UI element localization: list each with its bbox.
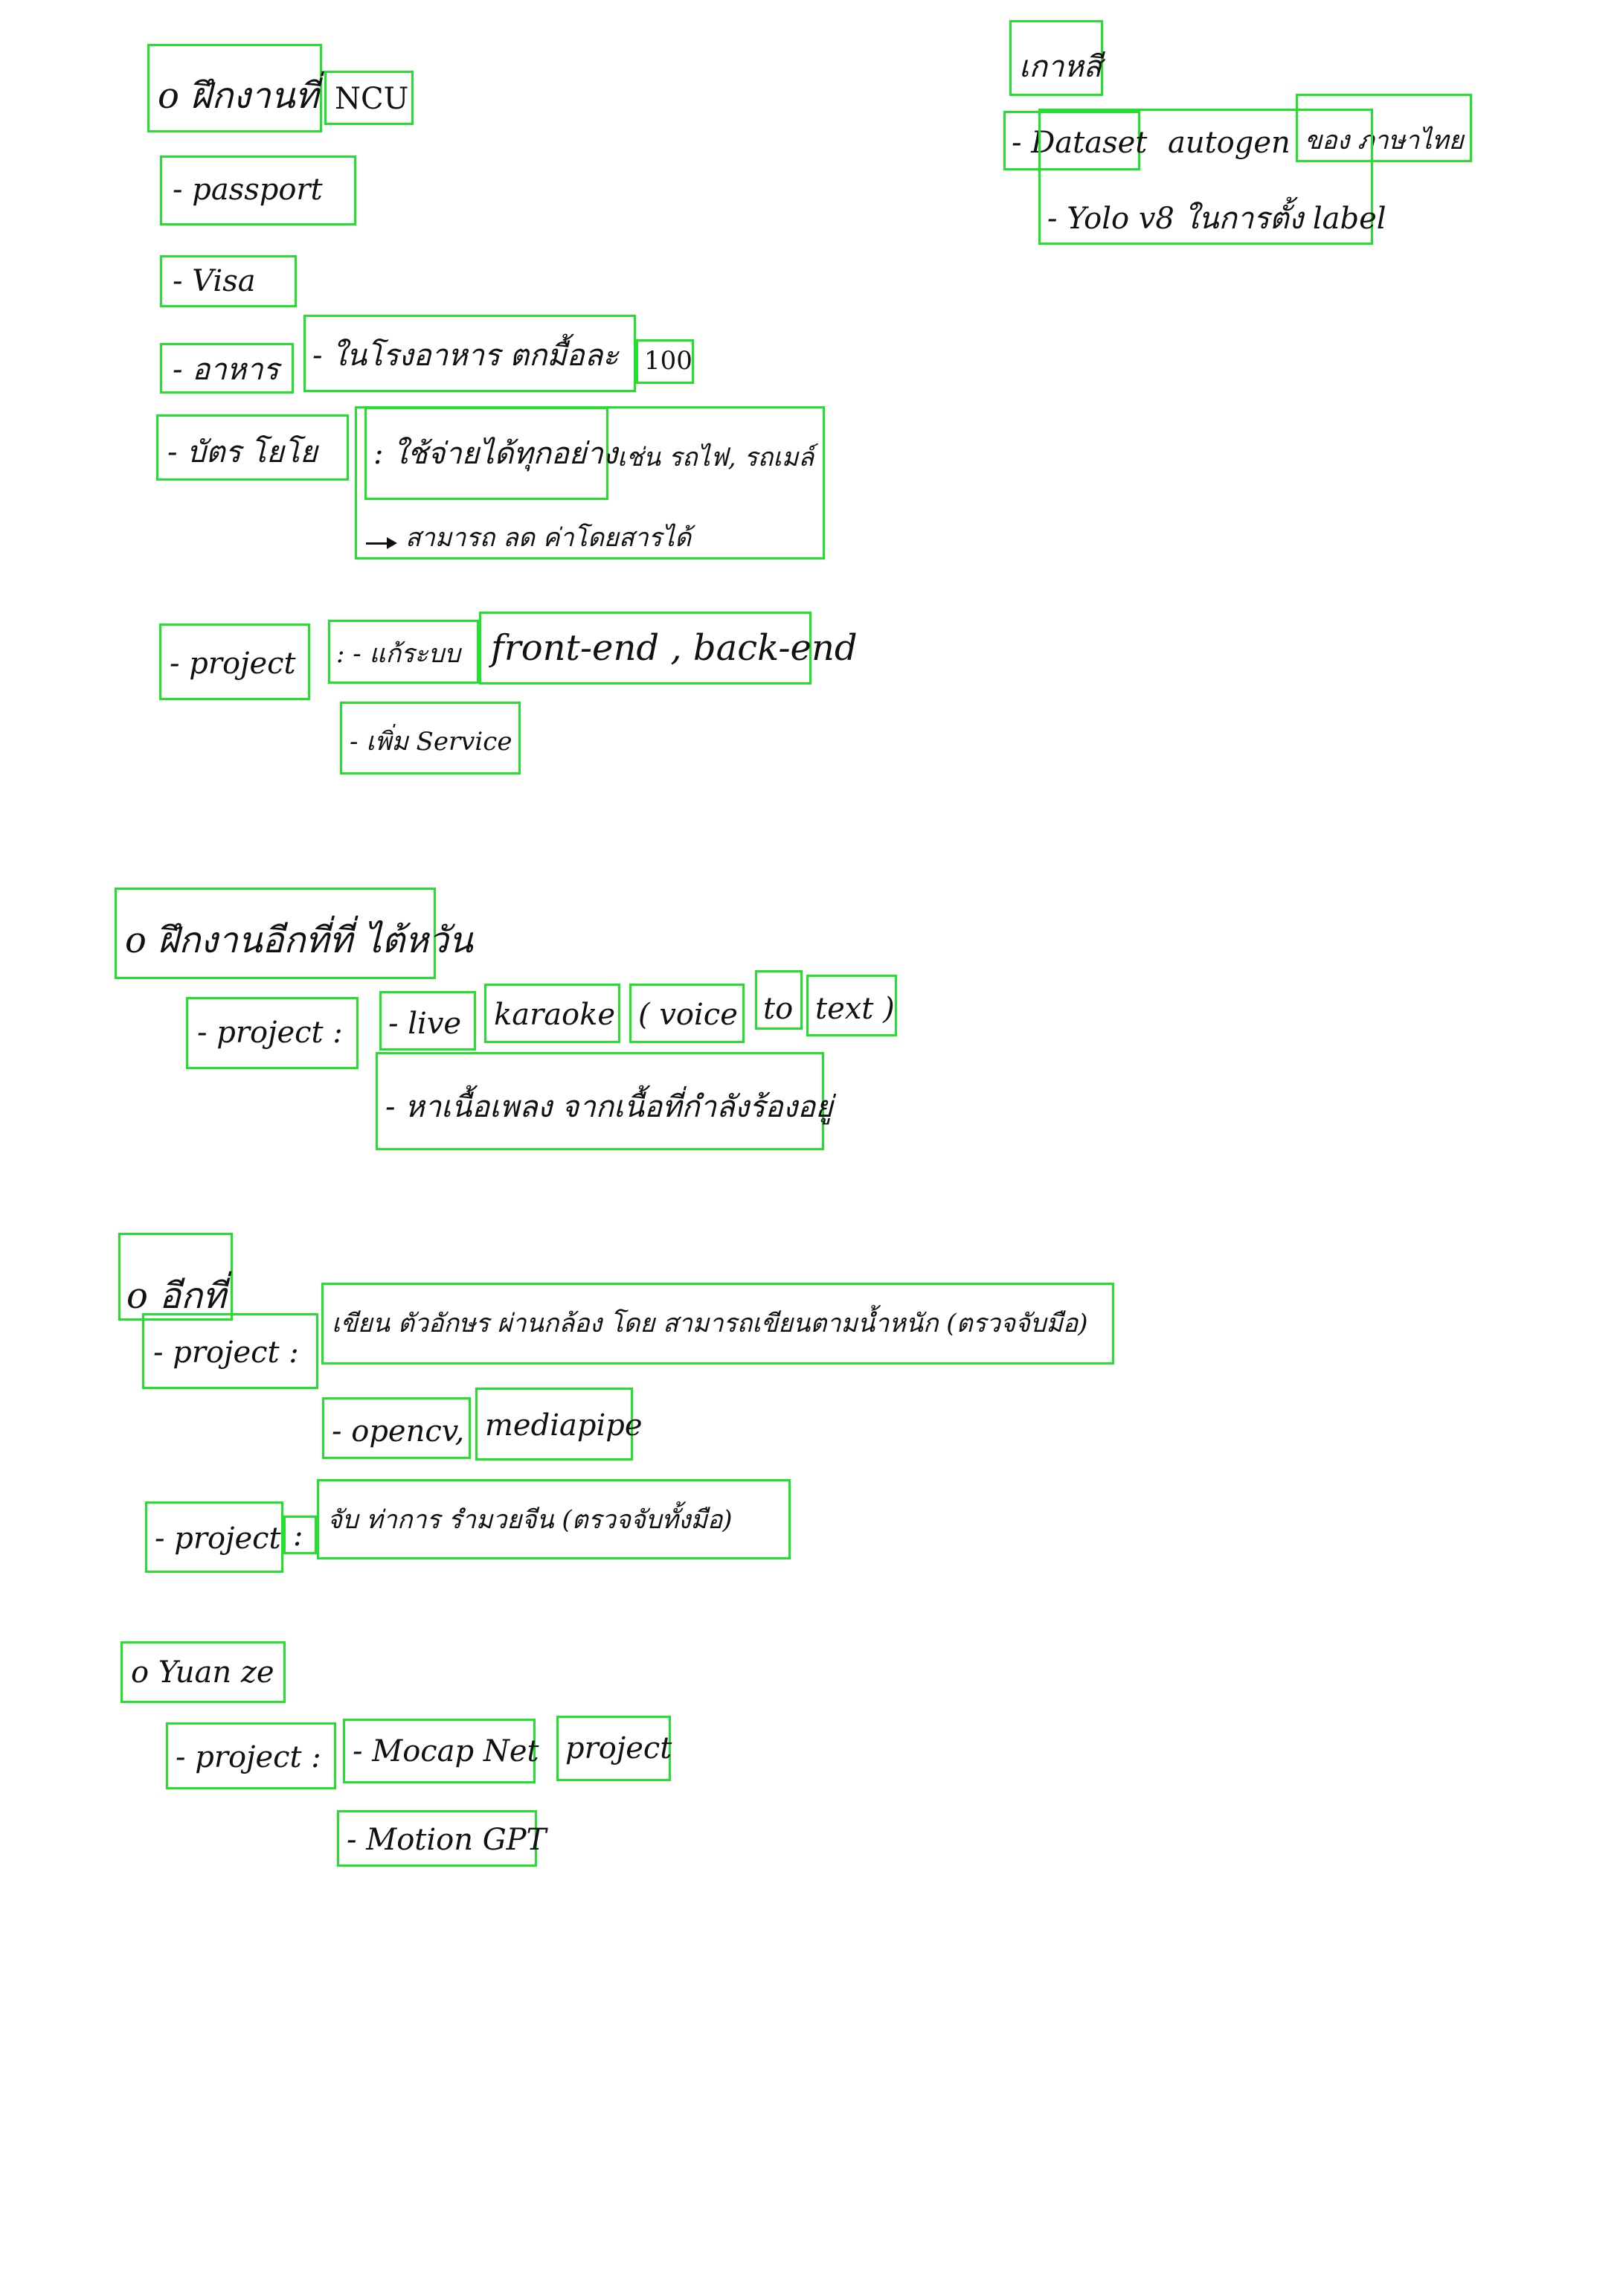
project1-desc: เขียน ตัวอักษร ผ่านกล้อง โดย สามารถเขียน… [332, 1309, 1088, 1338]
project-tag: project [565, 1731, 672, 1766]
project2-label: - project [155, 1521, 281, 1556]
project1-label-box [142, 1313, 318, 1389]
thai-box [1296, 94, 1472, 162]
food-label: - อาหาร [173, 353, 280, 387]
taipei-heading-box [115, 888, 436, 979]
card-examples: เช่น รถไฟ, รถเมล์ [617, 443, 814, 472]
opencv: - opencv, [332, 1414, 465, 1449]
text: text ) [815, 992, 895, 1026]
ncu-project-label: - project [170, 647, 296, 681]
mocap: - Mocap Net [353, 1734, 539, 1769]
ncu-place-box [324, 71, 414, 125]
card-desc: : ใช้จ่ายได้ทุกอย่าง [373, 437, 618, 471]
project1-label: - project : [153, 1335, 299, 1370]
project-fix: : - แก้ระบบ [336, 639, 460, 669]
to-box [755, 970, 803, 1030]
taipei-project-label-box [186, 997, 359, 1069]
to: to [763, 992, 794, 1026]
ncu-place: NCU [335, 82, 409, 116]
motion: - Motion GPT [347, 1823, 547, 1857]
project-service-box [340, 702, 521, 775]
mediapipe-box [475, 1388, 633, 1460]
project2-colon-box [283, 1516, 317, 1554]
project1-desc-box [321, 1283, 1114, 1365]
food-price-box [636, 339, 694, 384]
project-stack-box [479, 612, 812, 684]
lyrics-box [376, 1052, 824, 1150]
visa-box [160, 255, 297, 307]
project-fix-box [328, 620, 479, 684]
project-stack: front-end , back-end [491, 627, 858, 669]
taipei-heading: o ฝึกงานอีกที่ที่ ไต้หวัน [125, 920, 473, 961]
kaohsiung-heading-box [1009, 20, 1103, 96]
opencv-box [322, 1397, 471, 1459]
yuanze-project-label-box [166, 1722, 336, 1789]
project-service: - เพิ่ม Service [350, 727, 512, 757]
card-desc-inner-box [364, 407, 608, 500]
ncu-heading: o ฝึกงานที่ [158, 75, 319, 117]
motion-box [337, 1810, 537, 1867]
visa-item: - Visa [173, 264, 256, 298]
arrow-right-icon [387, 537, 397, 549]
live-box [379, 991, 476, 1051]
karaoke: karaoke [494, 998, 616, 1032]
another-heading: o อีกที่ [126, 1275, 226, 1317]
card-note: สามารถ ลด ค่าโดยสารได้ [405, 523, 692, 553]
thai-language: ของ ภาษาไทย [1305, 126, 1464, 155]
voice-box [629, 984, 745, 1043]
yuanze-project-label: - project : [176, 1740, 321, 1774]
another-heading-box [118, 1233, 233, 1321]
food-price: 100 [644, 346, 692, 376]
card-note-arrow-line [366, 542, 388, 545]
yolo: - Yolo v8 ในการตั้ง label [1047, 202, 1386, 236]
text-box [806, 975, 897, 1036]
yuanze-heading: o Yuan ze [131, 1655, 274, 1690]
ncu-project-label-box [159, 623, 310, 700]
project2-desc-box [317, 1479, 791, 1559]
card-label: - บัตร โยโย [167, 435, 318, 469]
mediapipe: mediapipe [485, 1408, 643, 1443]
kaohsiung-heading: เกาหสี [1019, 50, 1102, 84]
yuanze-heading-box [120, 1641, 286, 1703]
food-desc: - ในโรงอาหาร ตกมื้อละ [312, 339, 619, 373]
dataset-box [1003, 111, 1140, 170]
lyrics: - หาเนื้อเพลง จากเนื้อที่กำลังร้องอยู่ [385, 1090, 833, 1124]
mocap-box [343, 1719, 536, 1783]
project2-desc: จับ ท่าการ รำมวยจีน (ตรวจจับทั้งมือ) [327, 1505, 733, 1535]
food-desc-box [303, 315, 636, 392]
ncu-heading-box [147, 44, 322, 132]
karaoke-box [484, 984, 620, 1043]
card-label-box [156, 414, 349, 481]
taipei-project-label: - project : [197, 1016, 343, 1050]
autogen: autogen [1168, 126, 1291, 160]
yolo-box [1038, 109, 1373, 245]
voice: ( voice [638, 998, 738, 1032]
project2-colon: : [293, 1519, 303, 1553]
live: - live [388, 1007, 462, 1041]
food-label-box [160, 343, 294, 394]
dataset: - Dataset [1012, 126, 1148, 160]
passport-item: - passport [173, 173, 323, 207]
passport-box [160, 155, 356, 225]
project2-label-box [145, 1501, 283, 1573]
project-tag-box [556, 1716, 671, 1781]
